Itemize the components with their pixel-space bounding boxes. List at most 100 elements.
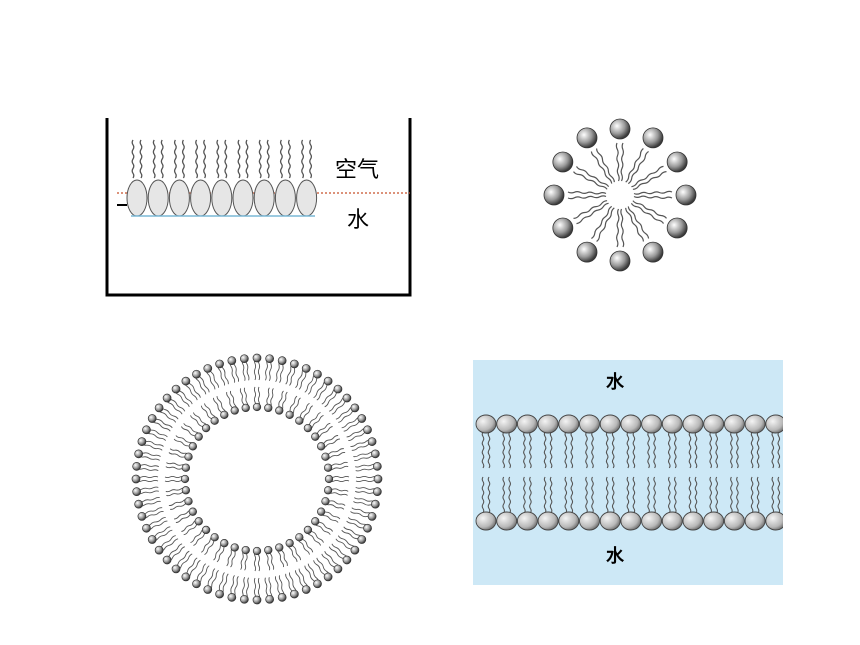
hydrophilic-head [275, 406, 284, 415]
outer-leaflet-lipid [264, 577, 274, 604]
tail-line [750, 431, 754, 469]
hydrophilic-head [323, 376, 333, 386]
tail-line [300, 405, 313, 423]
tail-line [195, 139, 199, 179]
tail-line [175, 435, 195, 445]
hydrophilic-head [277, 593, 287, 602]
tail-line [229, 361, 236, 383]
hydrophilic-head [641, 511, 663, 531]
micelle-lipid [552, 151, 610, 190]
tail-line [736, 476, 739, 514]
tail-line [150, 419, 171, 432]
tail-line [287, 139, 291, 179]
outer-leaflet-lipid [227, 356, 239, 383]
hydrophilic-head [147, 535, 157, 544]
tail-line [620, 142, 624, 182]
outer-leaflet-lipid [132, 462, 160, 472]
hydrophilic-head [227, 593, 237, 602]
tail-line [502, 431, 505, 469]
outer-leaflet-lipid [171, 384, 193, 407]
monolayer-panel: 空气 水 [95, 110, 425, 305]
inner-leaflet-lipid [168, 448, 193, 461]
outer-leaflet-lipid [171, 550, 193, 574]
outer-leaflet-lipid [131, 474, 159, 484]
hydrophilic-head [240, 354, 249, 364]
tail-line [543, 431, 547, 469]
lipid-molecule [147, 139, 169, 217]
tail-line [750, 476, 754, 514]
outer-leaflet-lipid [321, 551, 343, 574]
lipid-molecule [126, 139, 148, 217]
tail-line [204, 403, 217, 420]
tail-line [316, 557, 331, 576]
tail-line [309, 139, 313, 179]
outer-leaflet-lipid [294, 568, 311, 594]
tail-line [331, 543, 349, 559]
tail-line [278, 575, 285, 597]
tail-line [289, 572, 297, 594]
bilayer-lipid-pair [620, 414, 642, 531]
hydrophilic-head [313, 579, 322, 589]
bilayer-lipid-pair [516, 414, 538, 531]
micelle-lipid [543, 184, 607, 206]
tail-line [591, 476, 594, 514]
hydrophilic-head [363, 523, 372, 533]
outer-leaflet-lipid [181, 557, 201, 582]
hydrophilic-head [765, 511, 783, 531]
tail-line [147, 520, 168, 531]
tail-line [205, 369, 216, 390]
hydrophilic-head [131, 474, 141, 484]
outer-leaflet-lipid [264, 354, 274, 382]
hydrophilic-head [576, 241, 598, 263]
hydrophilic-head [723, 511, 745, 531]
outer-leaflet-lipid [154, 535, 179, 555]
tail-line [715, 476, 718, 514]
outer-leaflet-lipid [321, 384, 343, 408]
tail-line [771, 431, 775, 469]
tail-line [326, 451, 346, 460]
outer-leaflet-lipid [354, 486, 382, 496]
hydrophilic-head [181, 463, 191, 472]
water-top-label: 水 [606, 372, 624, 393]
outer-leaflet-lipid [154, 403, 179, 423]
outer-leaflet-lipid [328, 543, 352, 565]
outer-leaflet-lipid [252, 353, 262, 381]
tail-line [567, 195, 607, 200]
tail-line [591, 431, 594, 469]
hydrophilic-head [168, 179, 190, 217]
hydrophilic-head [543, 184, 565, 206]
outer-leaflet-lipid [134, 449, 161, 461]
tail-line [596, 207, 615, 242]
inner-leaflet-lipid [190, 412, 211, 433]
hydrophilic-head [311, 432, 320, 441]
bilayer-lipid-pair [703, 414, 725, 531]
tail-line [626, 431, 630, 469]
hydrophilic-head [363, 425, 372, 435]
hydrophilic-head [323, 463, 333, 472]
tail-line [287, 544, 298, 562]
tail-line [632, 476, 636, 514]
hydrophilic-head [211, 179, 233, 217]
tail-line [328, 479, 350, 483]
hydrophilic-head [285, 539, 294, 548]
tail-line [653, 476, 656, 514]
inner-leaflet-lipid [275, 390, 288, 415]
hydrophilic-head [184, 452, 193, 461]
hydrophilic-head [142, 523, 151, 533]
tail-line [245, 139, 249, 179]
hydrophilic-head [220, 539, 229, 548]
tail-line [276, 548, 285, 568]
hydrophilic-head [194, 432, 203, 441]
air-label: 空气 [335, 158, 380, 183]
tail-line [169, 448, 190, 456]
tail-line [160, 538, 179, 553]
tail-line [620, 208, 625, 248]
tail-line [265, 550, 271, 571]
tail-line [529, 476, 532, 514]
tail-line [226, 546, 234, 567]
outer-leaflet-lipid [137, 507, 164, 521]
tail-line [549, 431, 553, 469]
outer-leaflet-lipid [142, 516, 168, 533]
hydrophilic-head [210, 416, 219, 425]
inner-leaflet-lipid [226, 543, 239, 568]
